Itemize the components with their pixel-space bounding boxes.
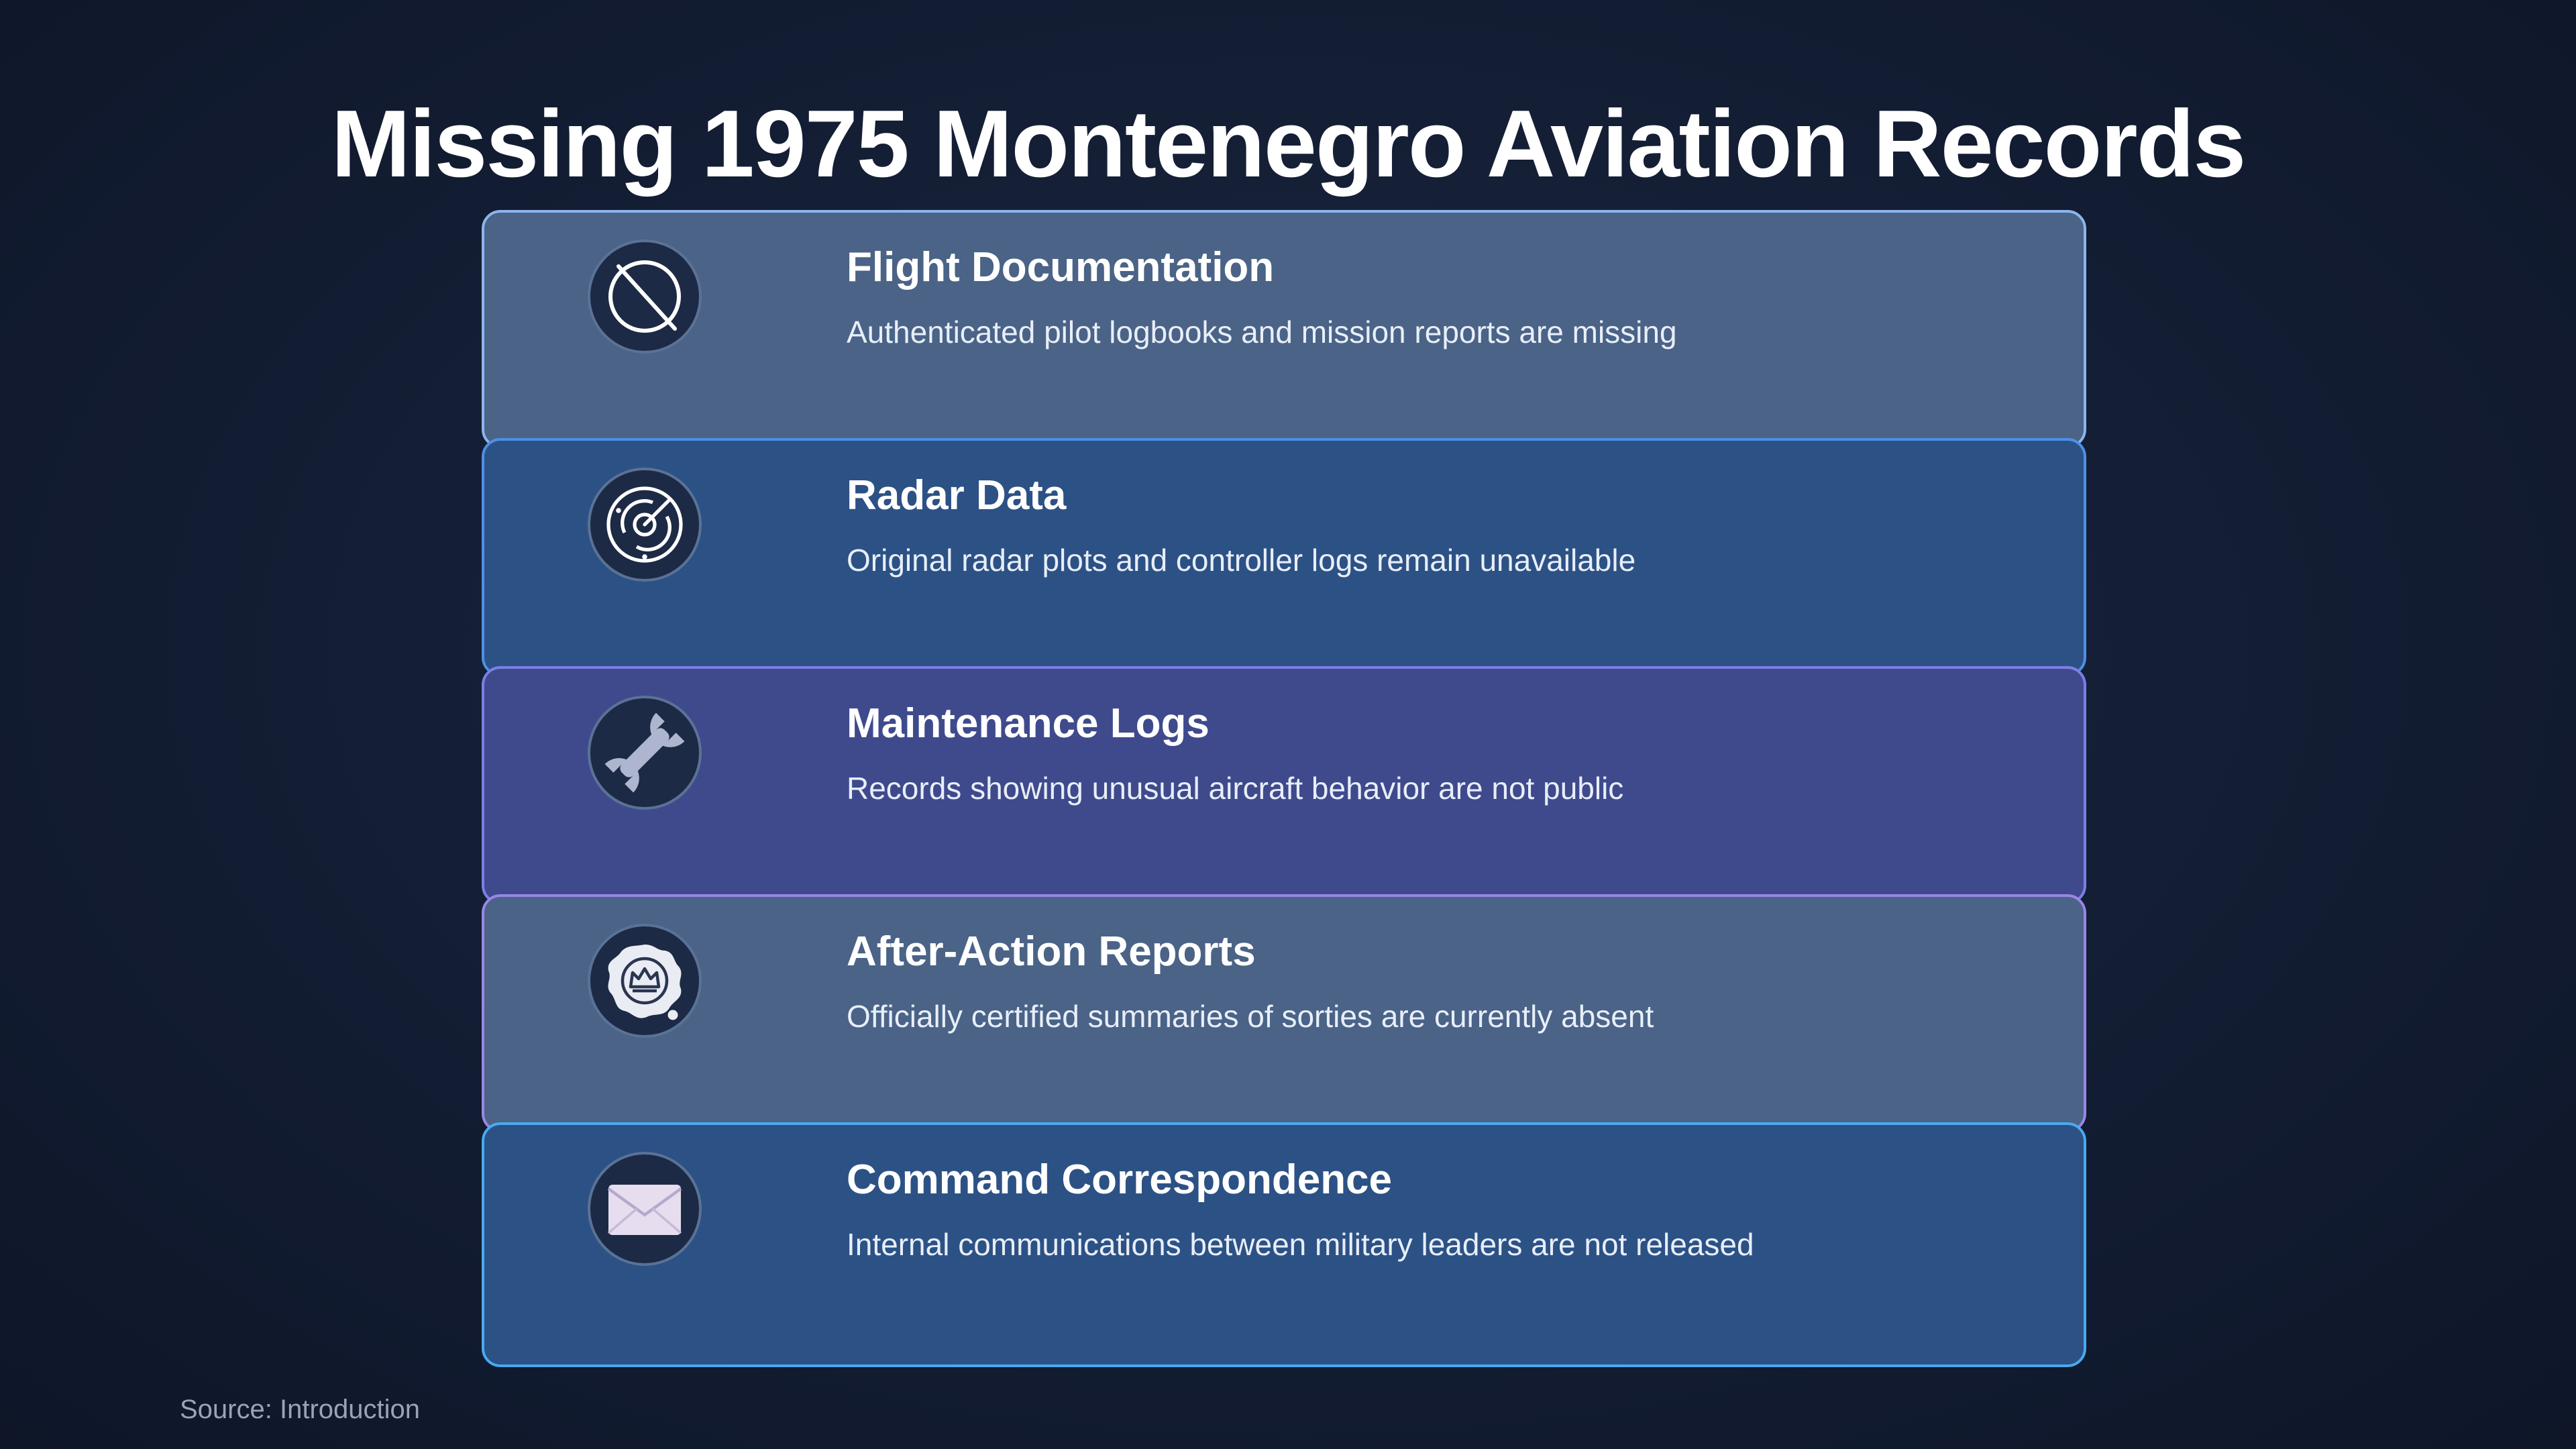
row-description: Internal communications between military… [847, 1227, 1754, 1262]
row-description: Original radar plots and controller logs… [847, 543, 1636, 578]
record-row-command-correspondence: Command Correspondence Internal communic… [482, 1122, 2086, 1367]
seal-icon [588, 924, 702, 1038]
record-row-radar-data: Radar Data Original radar plots and cont… [482, 438, 2086, 676]
radar-icon [588, 468, 702, 582]
page-title: Missing 1975 Montenegro Aviation Records [331, 91, 2247, 197]
record-row-after-action-reports: After-Action Reports Officially certifie… [482, 894, 2086, 1132]
row-title: Maintenance Logs [847, 700, 1210, 747]
wrench-icon [588, 696, 702, 810]
envelope-icon [588, 1152, 702, 1266]
record-row-maintenance-logs: Maintenance Logs Records showing unusual… [482, 666, 2086, 904]
row-title: Radar Data [847, 472, 1067, 519]
row-description: Authenticated pilot logbooks and mission… [847, 315, 1677, 350]
record-row-flight-documentation: Flight Documentation Authenticated pilot… [482, 210, 2086, 448]
row-description: Officially certified summaries of sortie… [847, 999, 1654, 1034]
prohibited-icon [588, 239, 702, 354]
row-title: Flight Documentation [847, 244, 1275, 290]
source-note: Source: Introduction [180, 1395, 420, 1424]
row-description: Records showing unusual aircraft behavio… [847, 771, 1624, 806]
row-title: After-Action Reports [847, 928, 1256, 975]
row-title: Command Correspondence [847, 1157, 1393, 1203]
